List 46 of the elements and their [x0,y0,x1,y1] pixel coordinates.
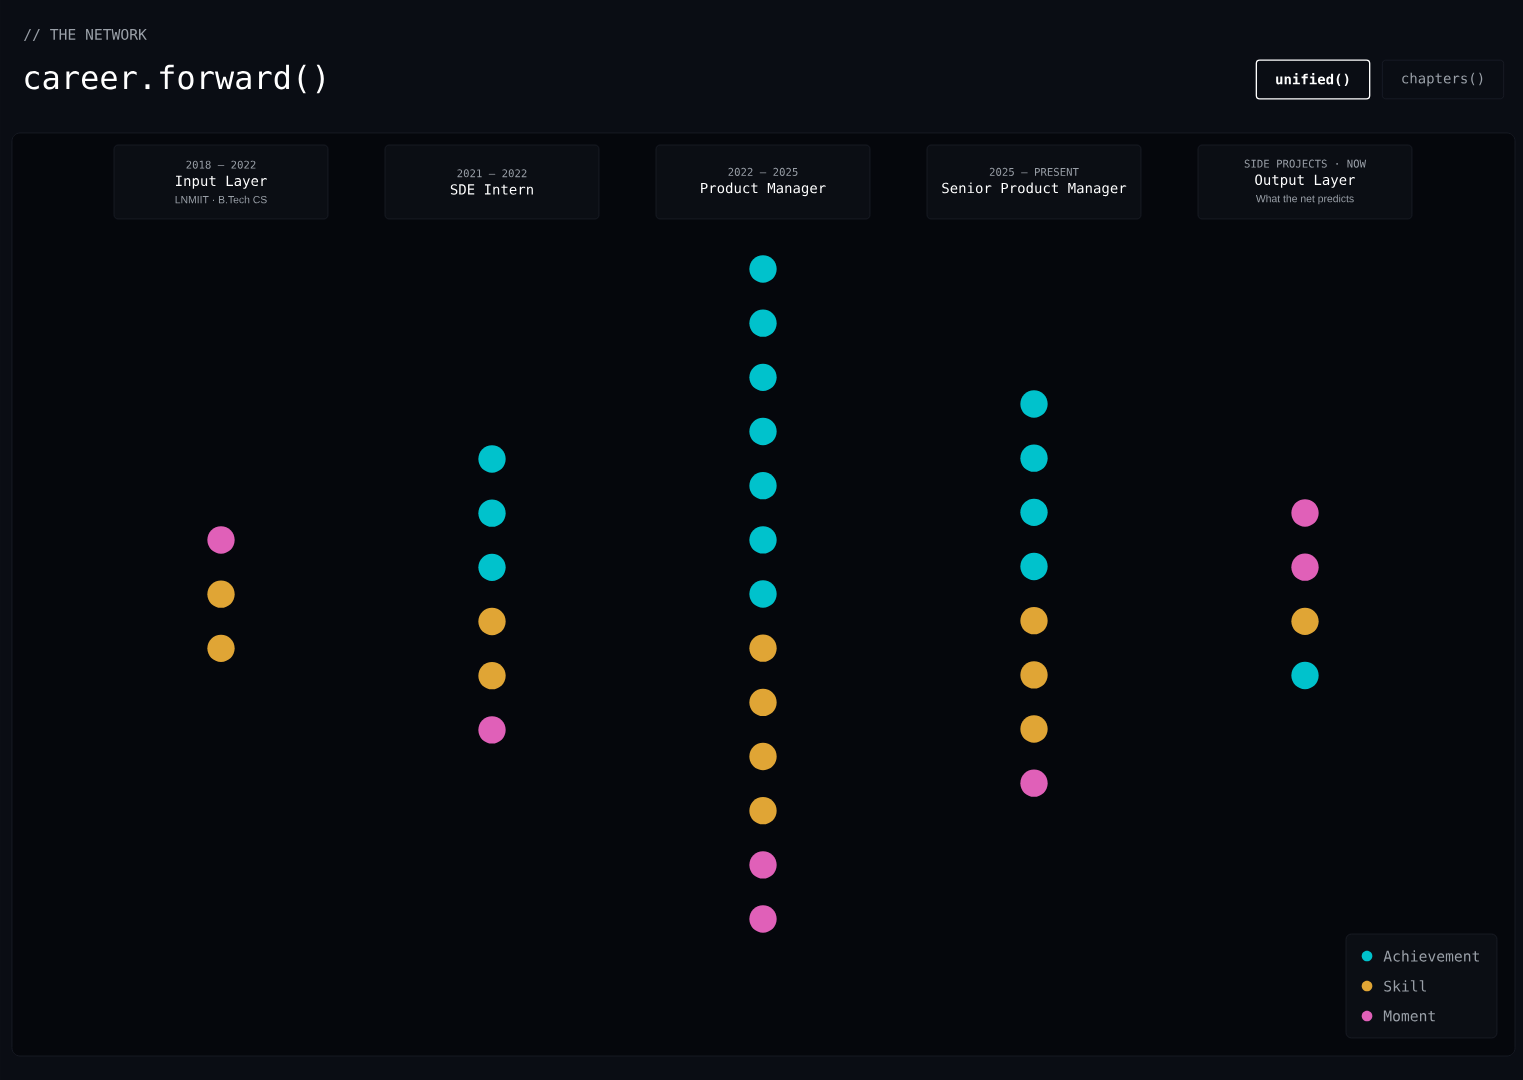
neuron-dot [478,499,506,527]
neuron-dot [1020,444,1048,472]
neuron-dot [749,309,777,337]
neuron-dot [478,716,506,744]
neuron-dot [207,634,235,662]
neuron-dot [1291,661,1319,690]
neuron-dot [1291,499,1319,527]
neuron-dot [1020,769,1048,797]
neuron-dot [749,634,777,662]
legend-label: Achievement [1383,950,1479,962]
neuron-dot [1291,553,1319,581]
neuron-dot [478,607,506,636]
neuron-dot [1020,661,1048,689]
neuron-dot [749,797,777,825]
neuron-dot [749,580,777,608]
neuron-dot [1291,607,1319,635]
neuron-dot [1020,715,1048,743]
legend-label: Skill [1384,980,1426,992]
neuron-dot [749,526,777,554]
layer-header-box: 2025 – PRESENT Senior Product Manager [926,144,1142,220]
neuron-dot [749,905,777,933]
neuron-dot [478,553,506,581]
neuron-dot [749,255,777,283]
neuron-dot [749,742,777,771]
neuron-dot [749,417,777,446]
layer-header-box: 2021 – 2022 SDE Intern [384,144,600,220]
toggle-button: unified() [1255,59,1371,100]
neuron-dot [1020,498,1048,526]
layer-header-box: 2022 – 2025 Product Manager [655,144,871,220]
title: career.forward() [25,64,324,94]
neuron-dot [749,688,777,717]
neuron-dot [749,472,777,500]
toggle-button: chapters() [1382,59,1504,100]
neuron-dot [478,445,506,473]
legend-label: Moment [1383,1010,1435,1022]
neuron-dot [1020,552,1048,581]
layer-header-box: 2018 – 2022 Input Layer LNMIIT · B.Tech CS [113,144,329,220]
section-label: // THE NETWORK [24,28,147,42]
neuron-dot [749,363,777,391]
neuron-dot [1020,607,1048,635]
neuron-dot [1020,390,1048,418]
neuron-dot [207,580,235,608]
neuron-dot [749,851,777,879]
neuron-dot [478,662,506,690]
layer-header-box: SIDE PROJECTS · NOW Output Layer What the net predicts [1197,144,1413,220]
neuron-dot [207,526,235,554]
